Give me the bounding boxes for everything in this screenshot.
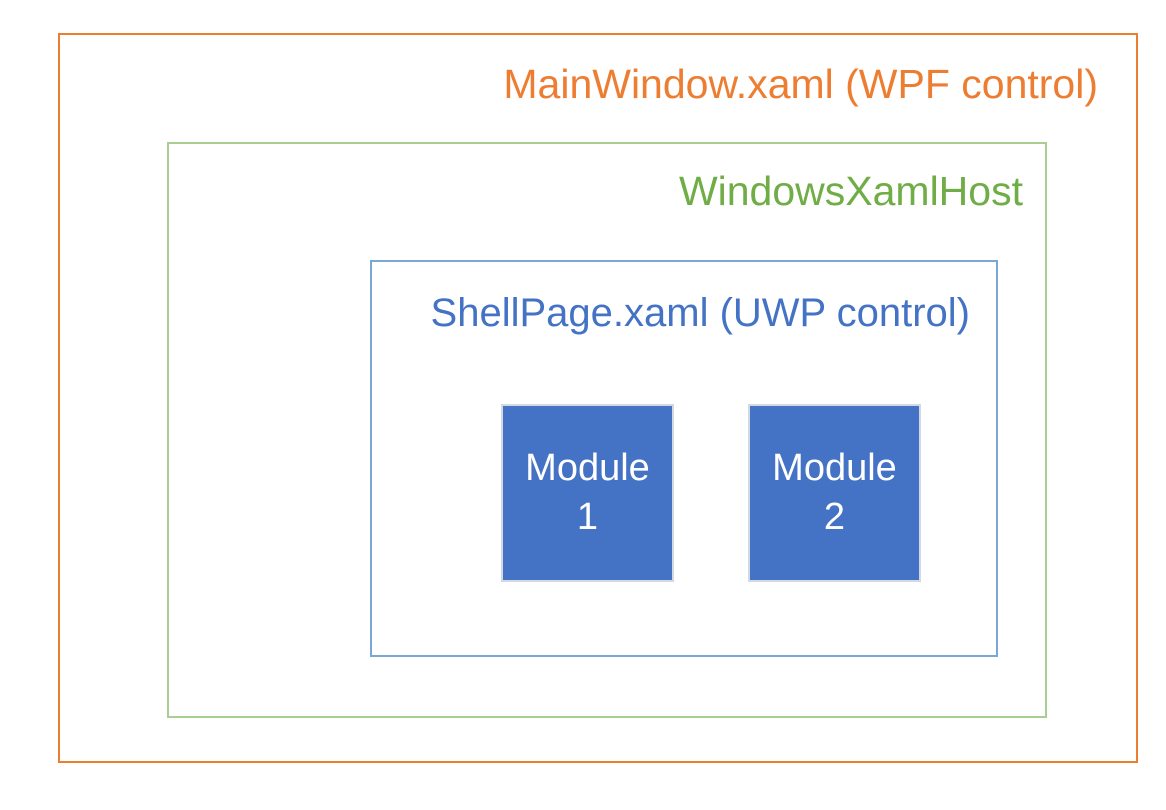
module-2-title: Module [772,447,897,490]
module-box-1: Module 1 [501,404,674,582]
layer-label-windowsxamlhost: WindowsXamlHost [678,168,1023,214]
layer-box-windowsxamlhost: WindowsXamlHost ShellPage.xaml (UWP cont… [167,142,1047,718]
module-1-number: 1 [576,496,599,538]
layer-box-mainwindow-wpf: MainWindow.xaml (WPF control) WindowsXam… [58,33,1138,763]
layer-box-shellpage-uwp: ShellPage.xaml (UWP control) Module 1 Mo… [370,260,998,657]
layer-label-mainwindow-wpf: MainWindow.xaml (WPF control) [503,61,1098,107]
module-box-2: Module 2 [748,404,921,582]
layer-label-shellpage-uwp: ShellPage.xaml (UWP control) [430,291,970,335]
module-1-title: Module [525,447,650,490]
module-2-number: 2 [823,496,846,538]
modules-row: Module 1 Module 2 [501,404,921,584]
